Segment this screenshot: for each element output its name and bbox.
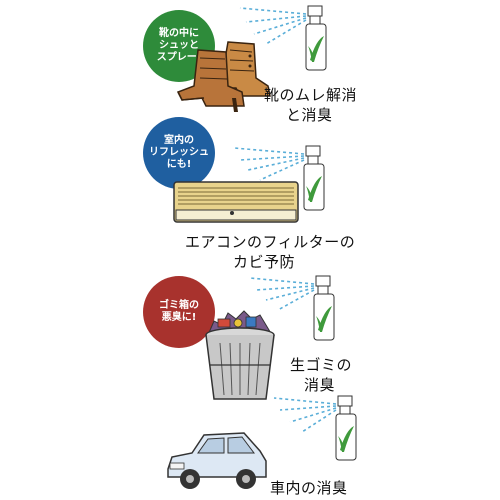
spray-bottle-icon [262,390,392,465]
badge-line: 悪臭に! [161,312,197,323]
car-icon [162,425,272,495]
caption-trash: 生ゴミの 消臭 [290,355,352,395]
caption-room: エアコンのフィルターの カビ予防 [185,232,355,272]
badge-shoes: 靴の中に シュッと スプレー! [143,10,215,82]
caption-line: 消臭 [304,376,336,394]
badge-line: リフレッシュ [149,147,209,158]
badge-line: 室内の [164,135,194,146]
air-conditioner-icon [172,180,300,226]
caption-line: カビ予防 [233,253,296,271]
badge-line: 靴の中に [159,28,199,39]
caption-line: と消臭 [286,106,333,124]
badge-line: ゴミ箱の [159,300,199,311]
caption-shoes: 靴のムレ解消 と消臭 [264,85,357,125]
badge-line: スプレー! [156,52,202,63]
spray-bottle-icon [230,140,360,215]
caption-line: 靴のムレ解消 [264,86,358,104]
spray-bottle-icon [240,270,370,345]
caption-line: 車内の消臭 [270,479,348,497]
badge-room: 室内の リフレッシュ にも! [143,117,215,189]
spray-bottle-icon [232,0,362,75]
caption-car: 車内の消臭 [270,478,348,498]
badge-trash: ゴミ箱の 悪臭に! [143,276,215,348]
trash-can-icon [200,305,280,405]
caption-line: エアコンのフィルターの [185,233,356,251]
badge-line: にも! [166,159,192,170]
caption-line: 生ゴミの [290,356,353,374]
boots-icon [170,40,280,115]
badge-line: シュッと [159,40,199,51]
